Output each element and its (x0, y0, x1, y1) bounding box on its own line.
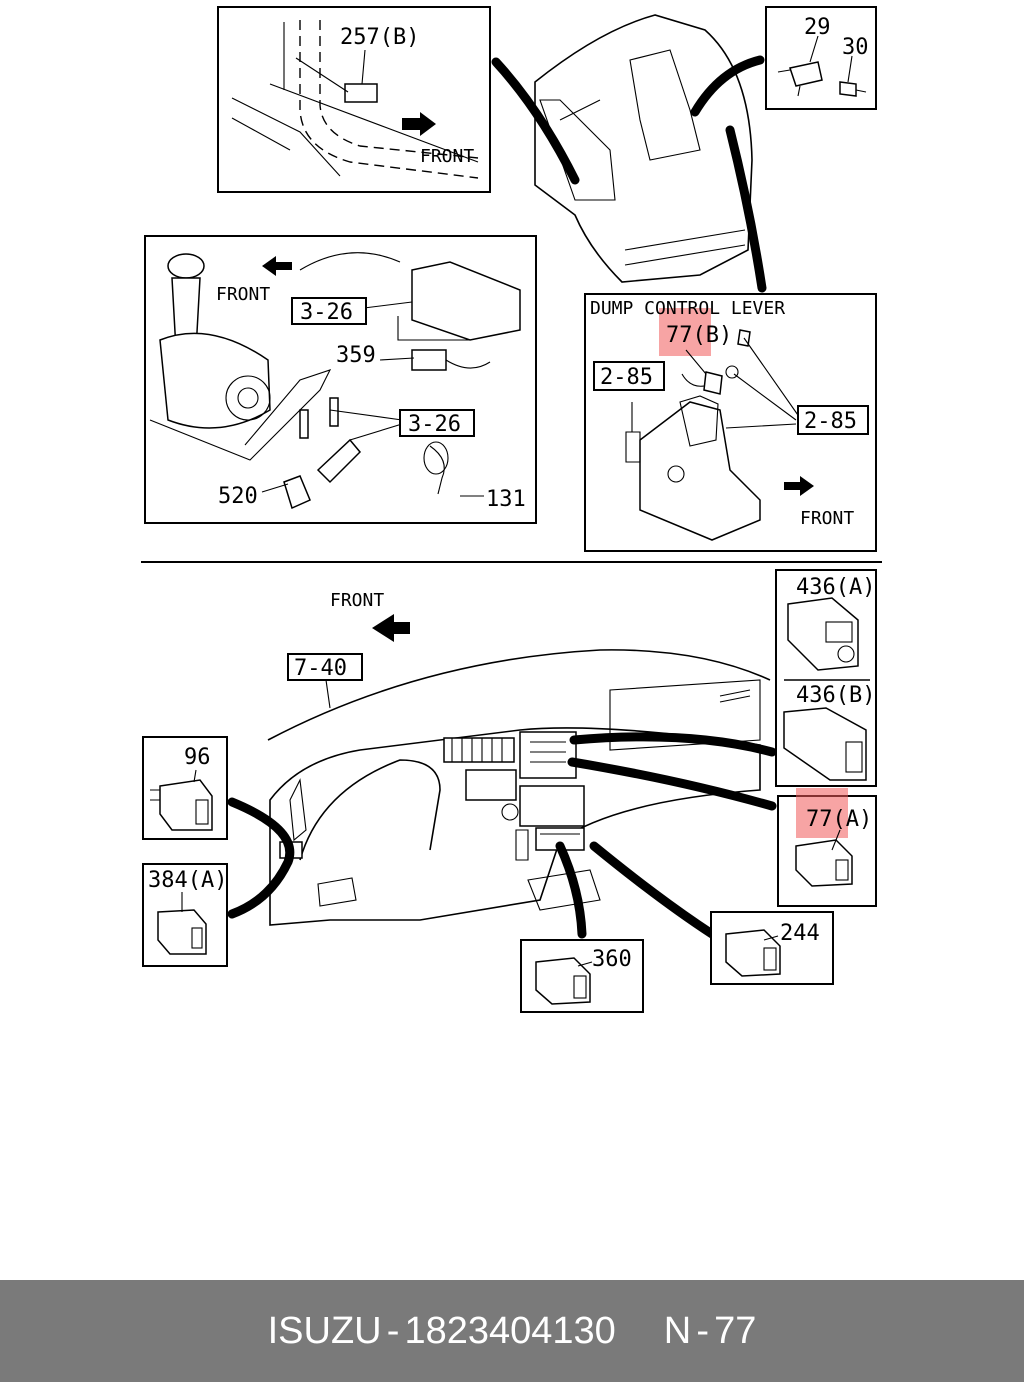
label-29: 29 (804, 15, 831, 40)
inset-96: 96 (142, 736, 228, 840)
label-244: 244 (780, 921, 820, 946)
footer-brand: ISUZU (267, 1309, 382, 1352)
parts-diagram: 257(B) FRONT 29 30 FRONT (141, 6, 882, 1013)
front-arrow-icon (402, 112, 436, 136)
front-arrow-icon (784, 476, 814, 496)
footer-page: 77 (714, 1309, 757, 1352)
front-arrow-icon (372, 614, 410, 642)
inset-436: 436(A) 436(B) (775, 569, 877, 787)
part-96-icon (159, 779, 213, 831)
part-359-icon (411, 349, 447, 371)
pump-body-icon (159, 332, 271, 429)
part-244-icon (725, 929, 781, 977)
lever-base-icon (639, 401, 761, 541)
ref-7-40: 7-40 (294, 656, 347, 681)
valve-block-icon (411, 261, 521, 341)
center-vent-icon (443, 737, 515, 763)
label-77a: 77(A) (806, 807, 872, 832)
front-arrow-icon (262, 256, 292, 276)
ref-3-26-bottom: 3-26 (408, 412, 461, 437)
front-label: FRONT (216, 284, 270, 305)
footer-separator: - (696, 1309, 709, 1352)
label-436b: 436(B) (796, 683, 875, 708)
highlight-77b (659, 308, 711, 356)
part-257b-icon (344, 83, 378, 103)
dashboard-illustration: FRONT 7-40 (227, 590, 777, 939)
footer-separator: - (386, 1309, 400, 1352)
switch-panel-icon (519, 731, 577, 779)
label-131: 131 (486, 487, 526, 512)
label-359: 359 (336, 343, 376, 368)
inset-77a: 77(A) (777, 788, 877, 907)
label-257b: 257(B) (340, 25, 419, 50)
inset-384a: 384(A) (142, 863, 228, 967)
front-label: FRONT (420, 146, 474, 167)
ref-2-85-right: 2-85 (804, 409, 857, 434)
inset-244: 244 (710, 911, 834, 985)
highlight-77a (796, 788, 848, 838)
front-label: FRONT (330, 590, 384, 611)
part-number-footer: ISUZU - 1823404130 N - 77 (0, 1280, 1024, 1382)
dump-control-lever-title: DUMP CONTROL LEVER (590, 298, 785, 319)
part-360-icon (535, 957, 591, 1005)
part-131-icon (423, 441, 449, 475)
inset-dump-control-lever: DUMP CONTROL LEVER 77(B) FRONT 2-85 2-85 (584, 293, 877, 552)
footer-part-number: 1823404130 (404, 1309, 616, 1352)
part-436a-icon (787, 597, 859, 671)
front-label: FRONT (800, 508, 854, 529)
part-29-icon (789, 61, 823, 87)
cab-illustration (491, 14, 767, 293)
label-384a: 384(A) (148, 868, 227, 893)
footer-section: N (663, 1309, 692, 1352)
label-520: 520 (218, 484, 258, 509)
ref-3-26-top: 3-26 (300, 300, 353, 325)
part-384a-icon (157, 909, 207, 955)
ref-2-85-left: 2-85 (600, 365, 653, 390)
inset-29-30: 29 30 (765, 6, 877, 110)
label-436a: 436(A) (796, 575, 875, 600)
label-96: 96 (184, 745, 211, 770)
part-30-icon (839, 81, 857, 97)
inset-360: 360 (520, 939, 644, 1013)
inset-hydraulic-unit: FRONT 3-26 3-26 359 520 131 (144, 235, 537, 524)
inset-257b: 257(B) FRONT (217, 6, 491, 193)
part-77b-icon (703, 371, 723, 395)
label-360: 360 (592, 947, 632, 972)
part-520-icon (283, 475, 311, 510)
label-77b: 77(B) (666, 323, 732, 348)
label-30: 30 (842, 35, 869, 60)
lever-knob-icon (167, 253, 205, 279)
part-77a-icon (795, 839, 853, 887)
